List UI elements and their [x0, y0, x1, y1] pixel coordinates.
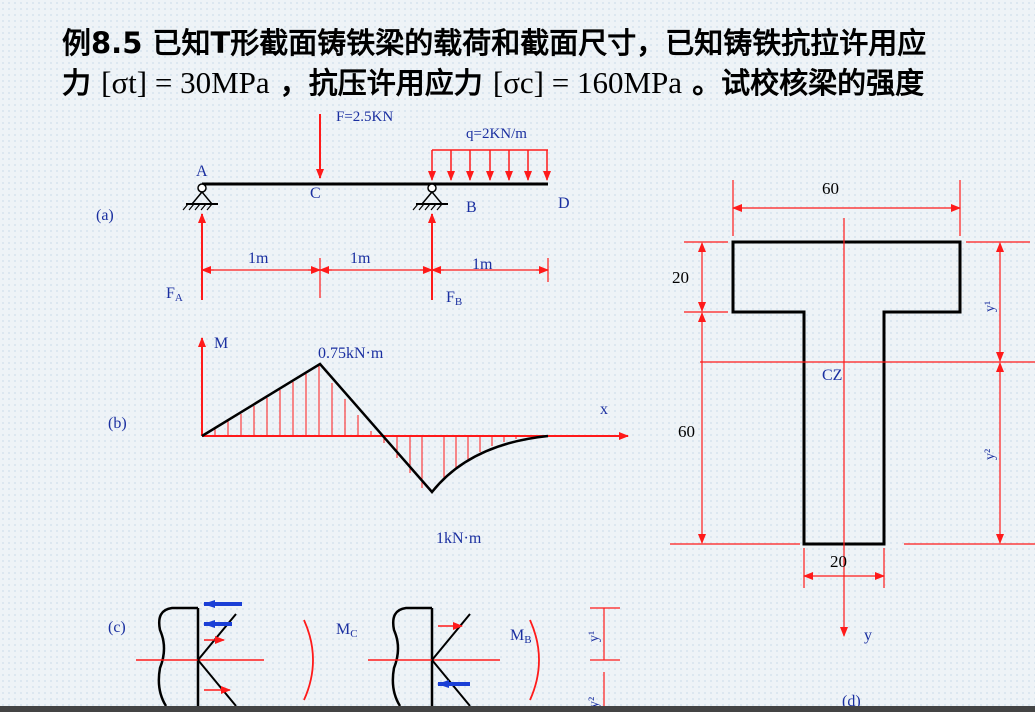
span-dimension-lines [201, 258, 549, 298]
diagram-label-b: (b) [108, 415, 127, 432]
t-section-outline [731, 240, 962, 546]
reaction-b-label: FB [446, 289, 462, 308]
span-3-label: 1m [472, 256, 493, 273]
moment-b-label: MB [510, 627, 532, 646]
problem-title-line-1: 例8.5 已知T形截面铸铁梁的载荷和截面尺寸，已知铸铁抗拉许用应 [62, 20, 926, 62]
point-a-label: A [196, 163, 208, 180]
point-d-label: D [558, 195, 570, 212]
stress-y1-label: y¹ [587, 631, 602, 642]
beam-diagram: (a) A C B D F=2.5KN [96, 109, 570, 308]
section-c-outline [157, 606, 198, 707]
section-y-axis-label: y [864, 627, 872, 644]
distributed-load [428, 149, 551, 181]
max-negative-moment-label: 1kN·m [436, 530, 482, 547]
span-1-label: 1m [248, 250, 269, 267]
section-diagram: y CZ 60 20 60 20 y¹ y² (d) [670, 179, 1035, 710]
point-c-label: C [310, 185, 321, 202]
web-height-label: 60 [678, 422, 695, 441]
section-b-outline [391, 606, 432, 707]
width-top-label: 60 [822, 179, 839, 198]
pin-support-b [412, 183, 448, 211]
moment-diagram: (b) M x 0.75kN·m 1kN·m [108, 335, 629, 547]
title-text: 已知T形截面铸铁梁的载荷和截面尺寸，已知铸铁抗拉许用应 [152, 26, 927, 60]
load-q-label: q=2KN/m [466, 126, 527, 142]
moment-c-arc [303, 619, 314, 701]
section-y2-label: y² [983, 449, 998, 460]
diagram-label-a: (a) [96, 207, 114, 224]
section-y1-label: y¹ [983, 301, 998, 312]
moment-hatching [214, 366, 517, 488]
flange-height-label: 20 [672, 268, 689, 287]
web-width-label: 20 [830, 552, 847, 571]
compressive-allowable-formula: [σc] = 160MPa [492, 65, 683, 100]
diagram-label-c: (c) [108, 619, 126, 636]
pin-support-a [182, 183, 218, 211]
title-text-c: 。试校核梁的强度 [692, 66, 925, 100]
problem-title-line-2: 力 [σt] = 30MPa ，抗压许用应力 [σc] = 160MPa 。试校… [62, 60, 924, 102]
title-text-a: 力 [62, 66, 92, 100]
tensile-allowable-formula: [σt] = 30MPa [101, 65, 270, 100]
moment-c-label: MC [336, 621, 358, 640]
example-number: 例8.5 [62, 26, 143, 60]
title-text-b: ，抗压许用应力 [279, 66, 483, 100]
moment-axis-y-label: M [214, 335, 228, 352]
stress-diagram: (c) MC MB y¹ y² [108, 600, 620, 708]
moment-axis-x-label: x [600, 401, 608, 418]
moment-curve [201, 362, 549, 494]
reaction-a-label: FA [166, 285, 183, 304]
bottom-edge [0, 706, 1035, 712]
max-positive-moment-label: 0.75kN·m [318, 345, 384, 362]
stress-y2-label: y² [587, 697, 602, 708]
force-f-label: F=2.5KN [336, 109, 393, 125]
diagram-label-d: (d) [842, 693, 861, 710]
span-2-label: 1m [350, 250, 371, 267]
moment-b-arc [529, 619, 540, 701]
centroid-label: CZ [822, 367, 842, 384]
point-b-label: B [466, 199, 477, 216]
